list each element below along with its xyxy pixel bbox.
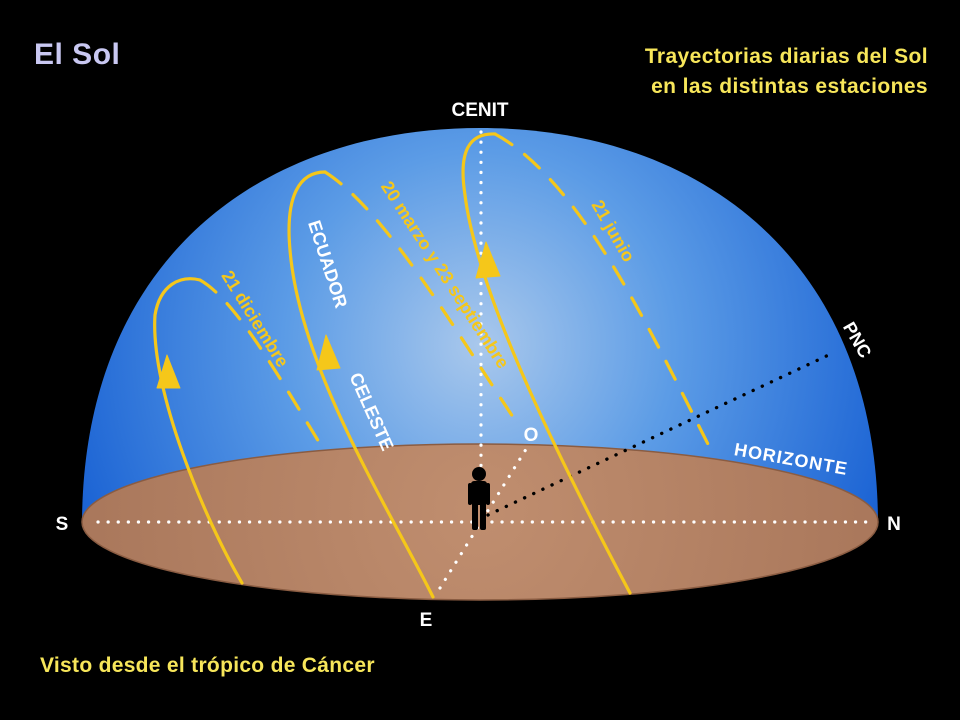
label-south: S bbox=[56, 514, 69, 535]
path-equinox-back bbox=[323, 170, 517, 422]
diagram-subtitle: Trayectorias diarias del Sol en las dist… bbox=[645, 42, 928, 102]
label-east: E bbox=[420, 610, 433, 631]
label-zenith: CENIT bbox=[452, 100, 509, 121]
label-north: N bbox=[887, 514, 901, 535]
arrow-up-icon bbox=[156, 354, 181, 389]
subtitle-line-1: Trayectorias diarias del Sol bbox=[644, 45, 928, 68]
path-december-front bbox=[153, 277, 244, 585]
arrow-up-icon bbox=[475, 241, 501, 279]
diagram-caption: Visto desde el trópico de Cáncer bbox=[40, 654, 375, 677]
path-december-back bbox=[198, 278, 327, 454]
arrow-up-icon bbox=[316, 334, 341, 371]
subtitle-line-2: en las distintas estaciones bbox=[651, 75, 928, 98]
direction-arrows bbox=[156, 241, 501, 389]
person-silhouette-icon bbox=[468, 467, 490, 530]
path-june-back bbox=[493, 132, 714, 454]
label-west: O bbox=[524, 425, 539, 446]
page-title: El Sol bbox=[34, 38, 121, 71]
polar-axis-line bbox=[486, 350, 837, 517]
path-equinox-front bbox=[287, 170, 435, 599]
